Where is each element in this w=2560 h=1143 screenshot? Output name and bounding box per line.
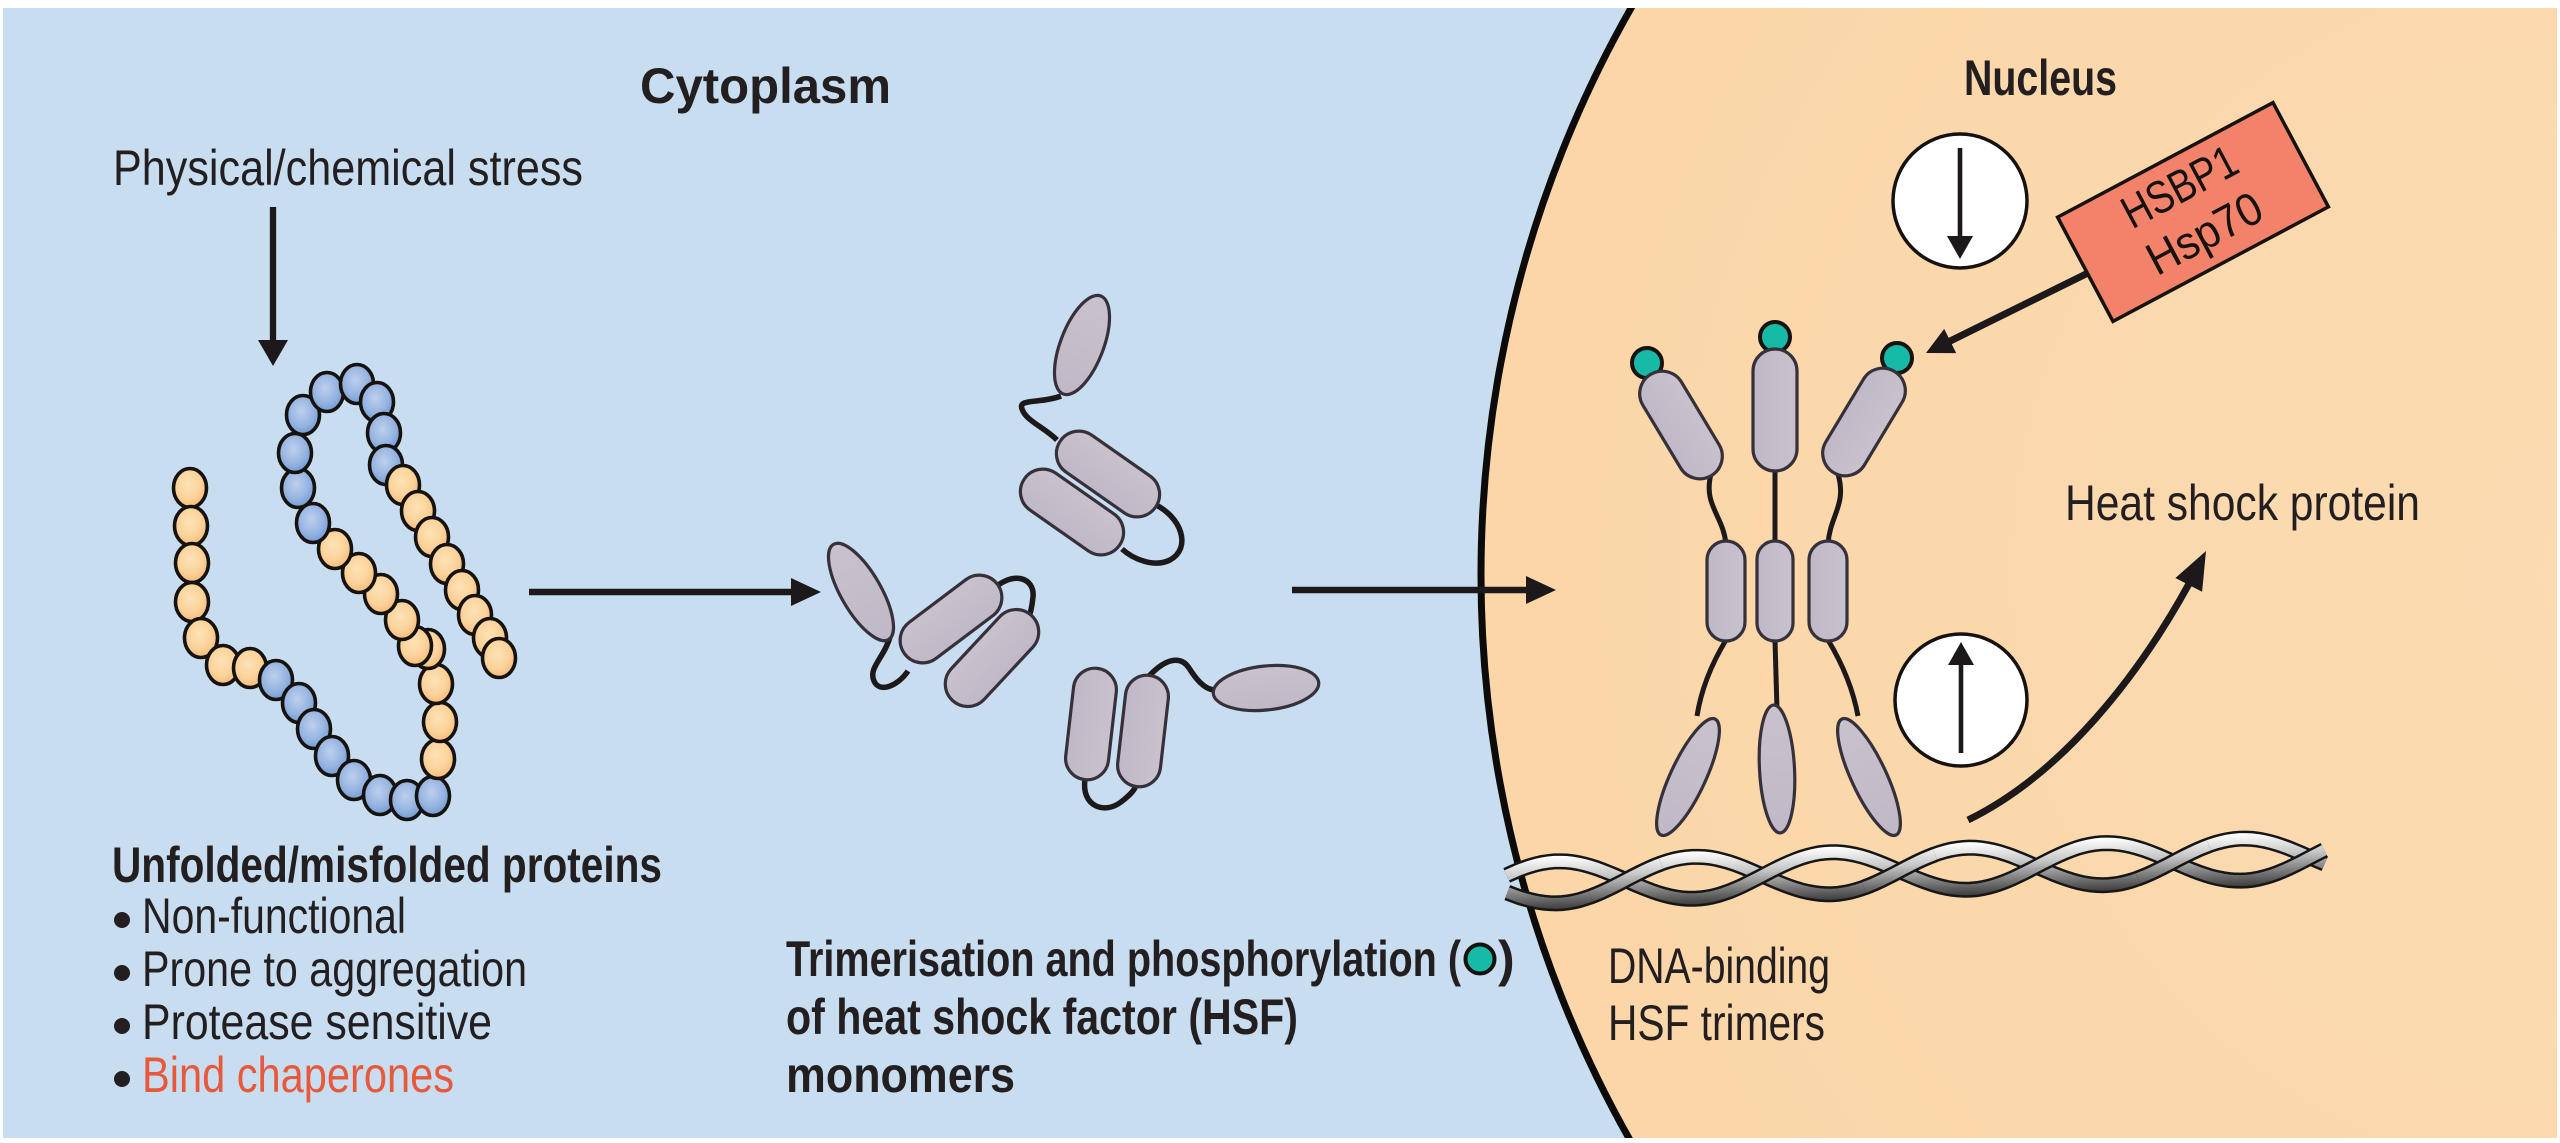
svg-text:Protease sensitive: Protease sensitive xyxy=(142,994,492,1050)
svg-text:Heat shock protein: Heat shock protein xyxy=(2065,475,2420,531)
svg-text:DNA-binding: DNA-binding xyxy=(1608,938,1830,994)
svg-text:Bind chaperones: Bind chaperones xyxy=(142,1047,454,1103)
svg-text:Cytoplasm: Cytoplasm xyxy=(640,58,891,114)
svg-text:Nucleus: Nucleus xyxy=(1964,50,2117,106)
svg-text:Physical/chemical stress: Physical/chemical stress xyxy=(113,140,583,196)
svg-text:Unfolded/misfolded proteins: Unfolded/misfolded proteins xyxy=(112,837,662,893)
svg-text:HSF trimers: HSF trimers xyxy=(1608,995,1825,1051)
svg-text:Trimerisation and phosphorylat: Trimerisation and phosphorylation ( xyxy=(786,931,1461,987)
svg-text:): ) xyxy=(1498,931,1515,987)
svg-text:Prone to aggregation: Prone to aggregation xyxy=(142,941,527,997)
svg-text:of heat shock factor (HSF): of heat shock factor (HSF) xyxy=(786,989,1298,1045)
svg-text:monomers: monomers xyxy=(786,1047,1015,1103)
svg-text:Non-functional: Non-functional xyxy=(142,888,406,944)
